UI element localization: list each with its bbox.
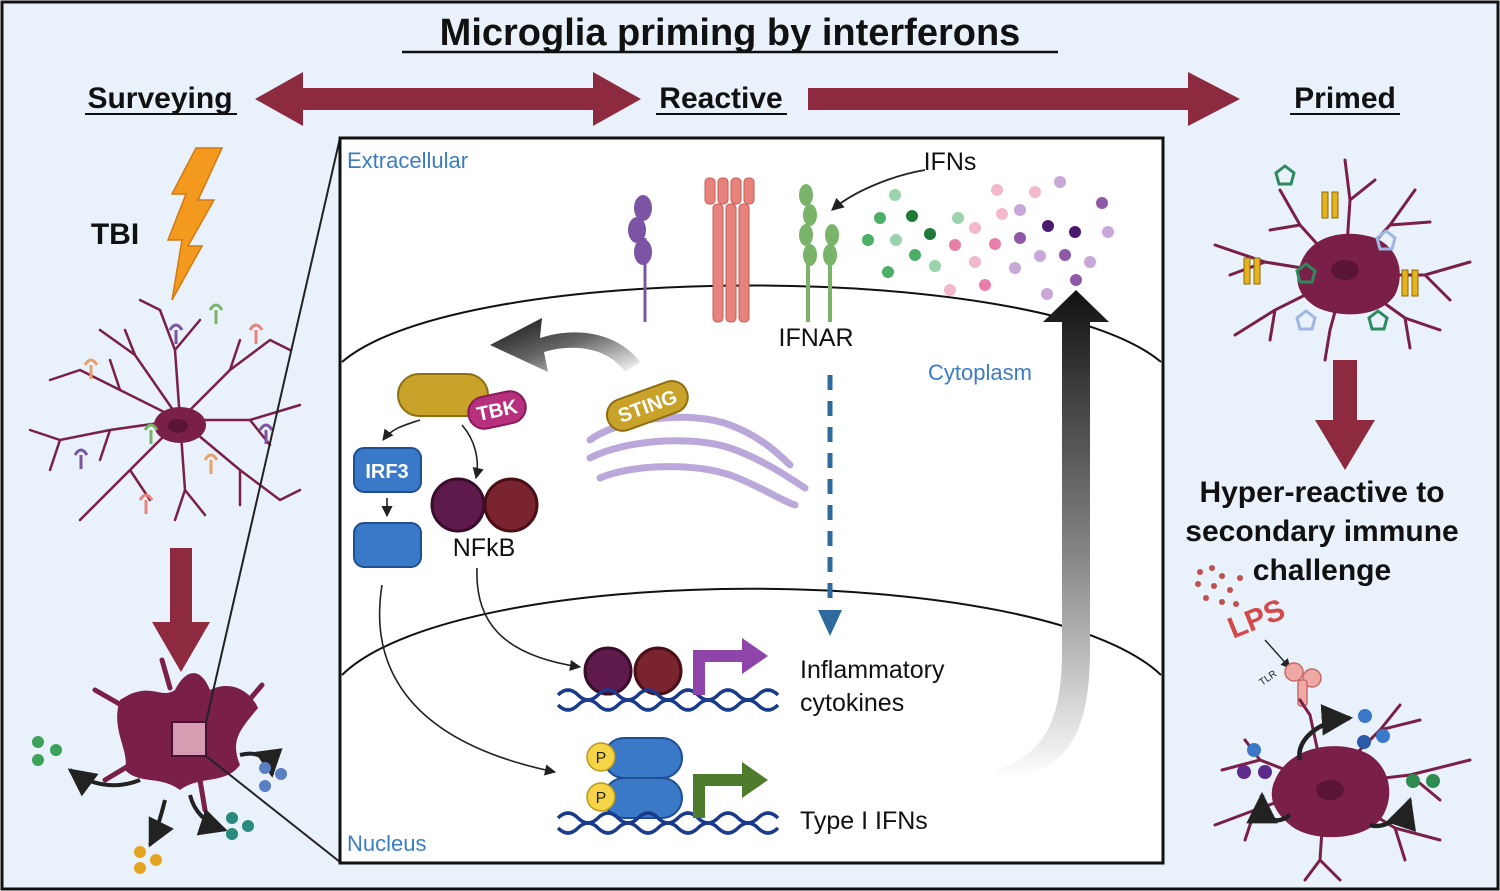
nuclear-nfkb-b <box>633 646 683 696</box>
nuclear-nfkb-a <box>583 646 633 696</box>
hyperreactive-nucleus <box>1316 780 1344 800</box>
active-irf3-protein <box>353 522 422 568</box>
zoom-box <box>171 721 207 757</box>
primed-nucleus <box>1331 260 1359 280</box>
zoom-line-bottom <box>205 755 341 863</box>
phosphate-bottom-label: P <box>596 790 607 807</box>
lightning-bolt-icon <box>166 147 224 301</box>
cytoplasm-label: Cytoplasm <box>928 360 1032 385</box>
surveying-microglia <box>28 298 302 522</box>
dna-helix-lower <box>556 811 780 835</box>
stage-label-reactive: Reactive <box>659 82 782 115</box>
primed-to-hyperreactive-arrow <box>1315 360 1375 470</box>
reactive-processes <box>92 657 265 813</box>
tbk-to-nfkb-arrow <box>461 424 484 480</box>
lps-binding-arrow <box>1264 639 1291 669</box>
nfkb-translocation-arrow <box>476 567 582 672</box>
ifn-binding-arrow <box>831 169 926 211</box>
ifnar-label: IFNAR <box>779 324 854 352</box>
bidirectional-arrow <box>255 72 641 126</box>
sting-activation-arrow <box>490 318 640 372</box>
ifns-label: IFNs <box>924 148 977 176</box>
outcome-line-2: secondary immune <box>1185 515 1458 548</box>
tbk-to-irf3-arrow <box>382 419 421 441</box>
ifn-particles <box>862 176 1114 300</box>
dna-helix-upper <box>556 688 780 712</box>
surveying-nucleus <box>168 419 188 433</box>
ifn-secretion-arrow <box>995 290 1109 780</box>
pink-receptor-complex <box>704 177 755 323</box>
irf3-translocation-arrow <box>378 584 557 776</box>
ifnar-signal-arrowhead <box>818 610 842 636</box>
phosphate-bottom <box>586 782 616 812</box>
inflammatory-label-line2: cytokines <box>800 689 904 717</box>
hyperreactive-secretion-arrows <box>1246 704 1416 832</box>
tbk-protein: TBK <box>467 390 527 430</box>
nucleus-label: Nucleus <box>347 831 426 856</box>
tlr-receptor <box>1284 662 1322 707</box>
phosphate-top <box>586 742 616 772</box>
stage-label-primed: Primed <box>1294 82 1396 115</box>
tbi-label: TBI <box>91 218 139 251</box>
stage-label-surveying: Surveying <box>87 82 232 115</box>
surveying-receptors <box>73 303 274 514</box>
nfkb-subunit-b <box>483 477 539 533</box>
lps-particles <box>1195 565 1243 607</box>
primed-pentagons <box>1274 164 1397 331</box>
nfkb-label: NFkB <box>453 534 516 562</box>
outcome-line-1: Hyper-reactive to <box>1199 476 1444 509</box>
inflammatory-transcription-arrow <box>693 638 768 695</box>
nfkb-subunit-a <box>430 477 486 533</box>
extracellular-label: Extracellular <box>347 148 468 173</box>
inflammatory-label-line1: Inflammatory <box>800 656 945 684</box>
diagram-title: Microglia priming by interferons <box>440 12 1021 54</box>
zoom-line-top <box>205 137 341 723</box>
primed-receptors <box>1243 191 1419 297</box>
hyperreactive-cytokines <box>1237 709 1440 788</box>
reactive-to-primed-arrow <box>808 72 1240 126</box>
ifnar-receptor <box>799 184 839 322</box>
purple-receptor <box>628 195 652 322</box>
outcome-line-3: challenge <box>1253 554 1391 587</box>
surveying-to-reactive-arrow <box>152 548 210 672</box>
secretion-arrows <box>67 748 283 848</box>
phosphate-top-label: P <box>596 750 607 767</box>
type1-ifn-label: Type I IFNs <box>800 807 928 835</box>
irf3-protein <box>353 447 422 493</box>
irf3-label: IRF3 <box>365 461 408 483</box>
type1-ifn-transcription-arrow <box>693 762 768 818</box>
secreted-cytokines-left <box>32 736 287 874</box>
